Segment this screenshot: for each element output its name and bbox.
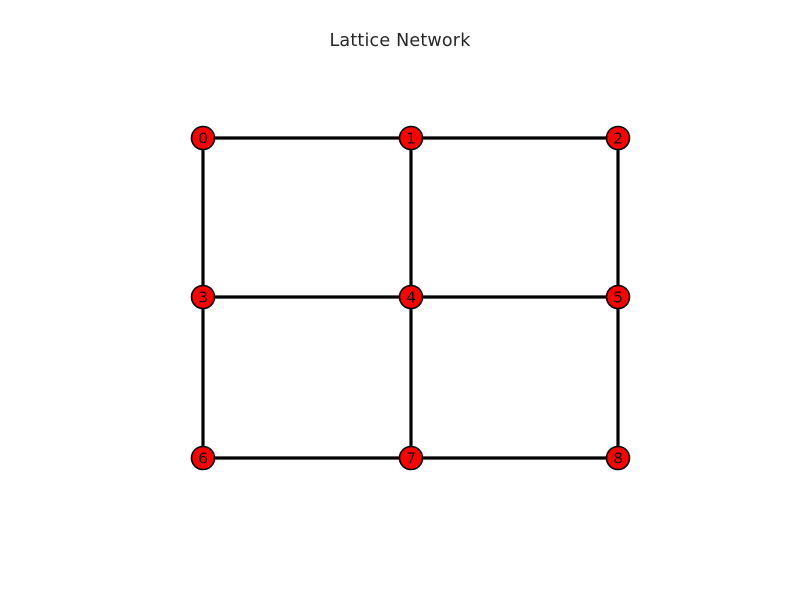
- graph-node-circle[interactable]: [605, 284, 631, 310]
- graph-node-label: 2: [613, 130, 623, 148]
- graph-node[interactable]: 5: [605, 284, 631, 310]
- graph-node-label: 7: [406, 450, 416, 468]
- graph-node-circle[interactable]: [398, 445, 424, 471]
- graph-node-circle[interactable]: [398, 284, 424, 310]
- edge-layer: [201, 136, 620, 460]
- graph-node[interactable]: 6: [190, 445, 216, 471]
- graph-node-circle[interactable]: [190, 445, 216, 471]
- graph-node-label: 0: [198, 130, 208, 148]
- graph-node-label: 5: [613, 289, 623, 307]
- graph-node-circle[interactable]: [398, 125, 424, 151]
- graph-node[interactable]: 2: [605, 125, 631, 151]
- graph-node[interactable]: 1: [398, 125, 424, 151]
- graph-node-circle[interactable]: [605, 125, 631, 151]
- graph-node-circle[interactable]: [190, 284, 216, 310]
- graph-node[interactable]: 0: [190, 125, 216, 151]
- node-layer: 0 1 2 3 4 5 6 7 8: [190, 125, 631, 471]
- graph-node-label: 3: [198, 289, 208, 307]
- graph-node-circle[interactable]: [605, 445, 631, 471]
- graph-node[interactable]: 8: [605, 445, 631, 471]
- graph-node-label: 1: [406, 130, 416, 148]
- graph-node-circle[interactable]: [190, 125, 216, 151]
- graph-node-label: 8: [613, 450, 623, 468]
- graph-node-label: 6: [198, 450, 208, 468]
- chart-title: Lattice Network: [329, 31, 471, 51]
- graph-node[interactable]: 7: [398, 445, 424, 471]
- graph-node[interactable]: 3: [190, 284, 216, 310]
- graph-node[interactable]: 4: [398, 284, 424, 310]
- graph-node-label: 4: [406, 289, 416, 307]
